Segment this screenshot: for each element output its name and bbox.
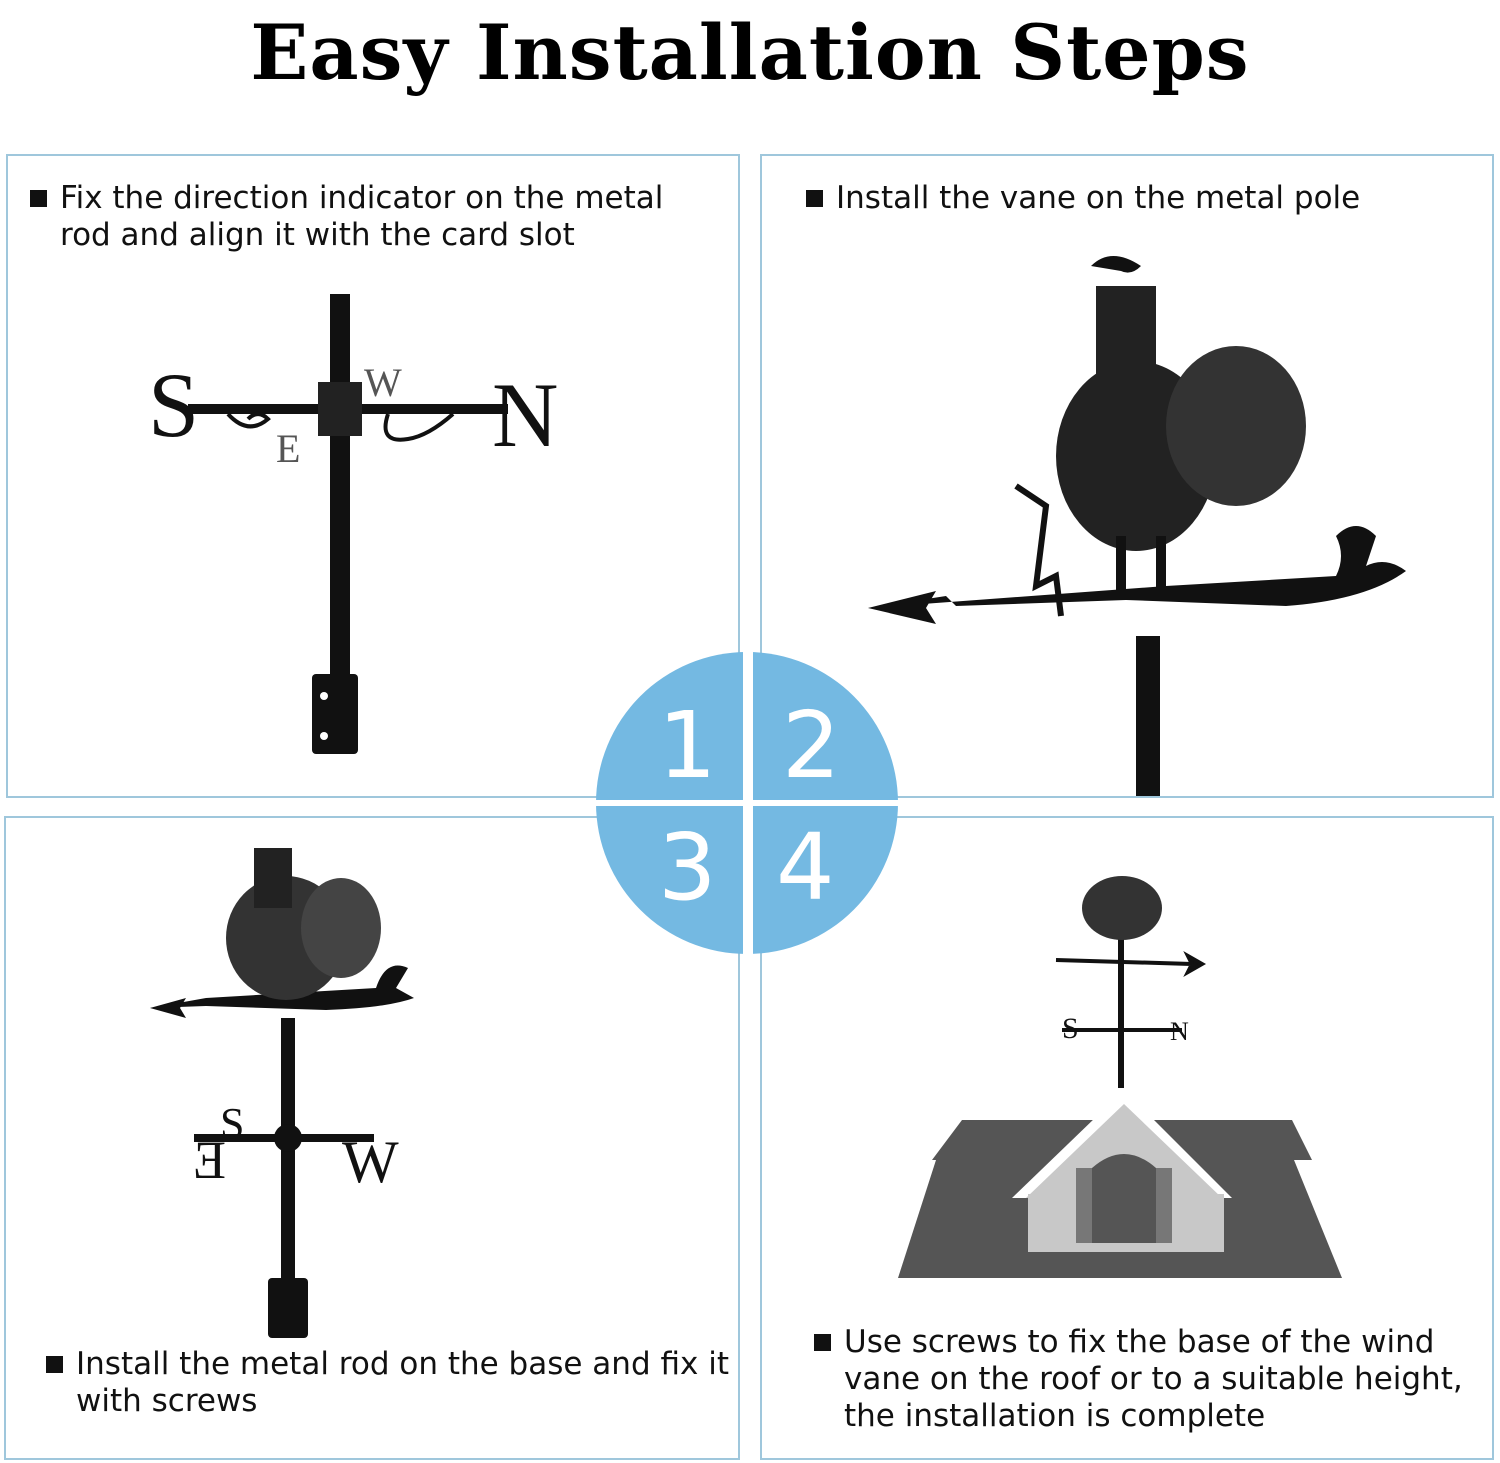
- step-4-panel: S N Use screws to fix the base of the wi…: [760, 816, 1494, 1460]
- step-3-text: Install the metal rod on the base and fi…: [46, 1346, 756, 1420]
- step-4-text: Use screws to fix the base of the wind v…: [814, 1324, 1500, 1435]
- compass-s-letter-tiny: S: [1062, 1012, 1079, 1045]
- rooster-vane-illustration: [868, 256, 1406, 796]
- page-title: Easy Installation Steps: [250, 8, 1250, 97]
- step-number-1: 1: [658, 692, 717, 799]
- compass-e-letter: E: [276, 426, 300, 471]
- compass-n-letter-tiny: N: [1170, 1017, 1189, 1046]
- step-1-panel: Fix the direction indicator on the metal…: [6, 154, 740, 798]
- assembled-vane-illustration: E S W: [150, 848, 414, 1338]
- compass-w-letter: W: [364, 360, 402, 405]
- compass-s-letter-small: S: [220, 1099, 244, 1148]
- step-1-text: Fix the direction indicator on the metal…: [30, 180, 680, 254]
- step-number-2: 2: [782, 692, 841, 799]
- step-number-4: 4: [776, 814, 835, 921]
- compass-s-letter: S: [148, 354, 199, 456]
- compass-n-letter: N: [492, 364, 558, 466]
- roof-installation-illustration: S N: [898, 876, 1342, 1278]
- step-2-text: Install the vane on the metal pole: [806, 180, 1496, 217]
- step-3-panel: E S W Install the metal rod on the base …: [4, 816, 740, 1460]
- direction-indicator-illustration: S N W E: [148, 294, 558, 754]
- step-number-circle: 1 2 3 4: [596, 652, 898, 954]
- circle-horizontal-divider: [596, 800, 898, 806]
- compass-e-letter-mirrored: E: [193, 1130, 226, 1190]
- compass-w-letter-large: W: [342, 1129, 399, 1195]
- step-number-3: 3: [658, 814, 717, 921]
- step-2-panel: Install the vane on the metal pole: [760, 154, 1494, 798]
